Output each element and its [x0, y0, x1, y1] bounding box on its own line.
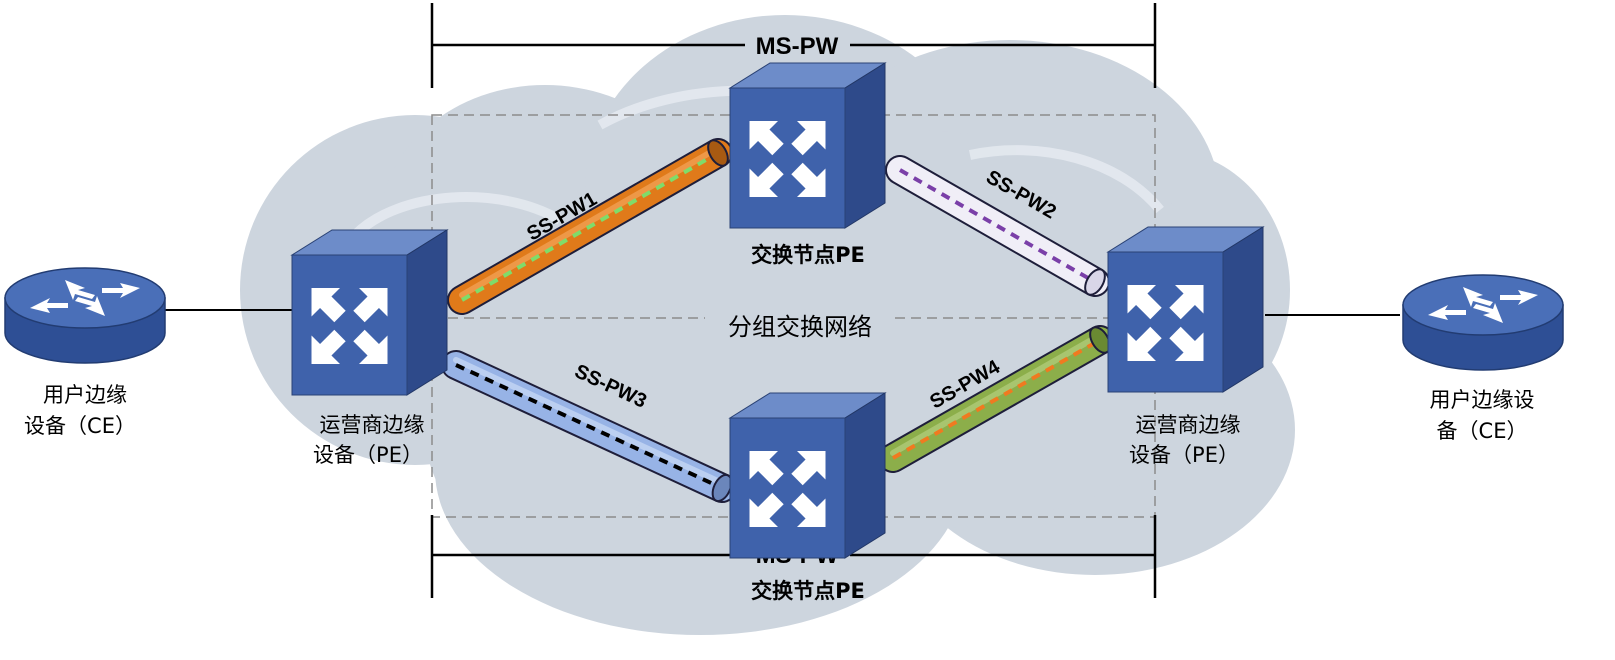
ce-right-router-icon	[1402, 274, 1564, 371]
pe-left-device-icon	[292, 230, 447, 395]
switch-bottom-label: 交换节点PE	[751, 579, 865, 603]
ce-right-label-line1: 用户边缘设	[1430, 388, 1535, 412]
pe-right-device-icon	[1108, 227, 1263, 392]
ms-pw-top-bracket	[430, 3, 1157, 88]
switch-top-device-icon	[730, 63, 885, 228]
ss-pw1-pipe	[447, 138, 733, 315]
pe-right-label-line2: 设备（PE）	[1129, 443, 1239, 467]
ce-right-label-line2: 备（CE）	[1437, 419, 1528, 443]
network-label: 分组交换网络	[728, 313, 872, 341]
ce-left-label-line1: 用户边缘	[43, 383, 127, 407]
ms-pw-bottom-bracket	[430, 515, 1157, 598]
ce-left-label-line2: 设备（CE）	[24, 414, 136, 438]
ms-pw-top-label: MS-PW	[756, 33, 839, 60]
ce-left-router-icon	[4, 267, 166, 364]
switch-top-label: 交换节点PE	[751, 243, 865, 267]
ss-pw3-pipe	[441, 350, 737, 503]
ss-pw2-pipe	[885, 155, 1110, 297]
pe-left-label-line1: 运营商边缘	[320, 413, 425, 437]
ss-pw4-pipe	[878, 325, 1115, 473]
pe-right-label-line1: 运营商边缘	[1136, 413, 1241, 437]
switch-bottom-device-icon	[730, 393, 885, 558]
pe-left-label-line2: 设备（PE）	[313, 443, 423, 467]
